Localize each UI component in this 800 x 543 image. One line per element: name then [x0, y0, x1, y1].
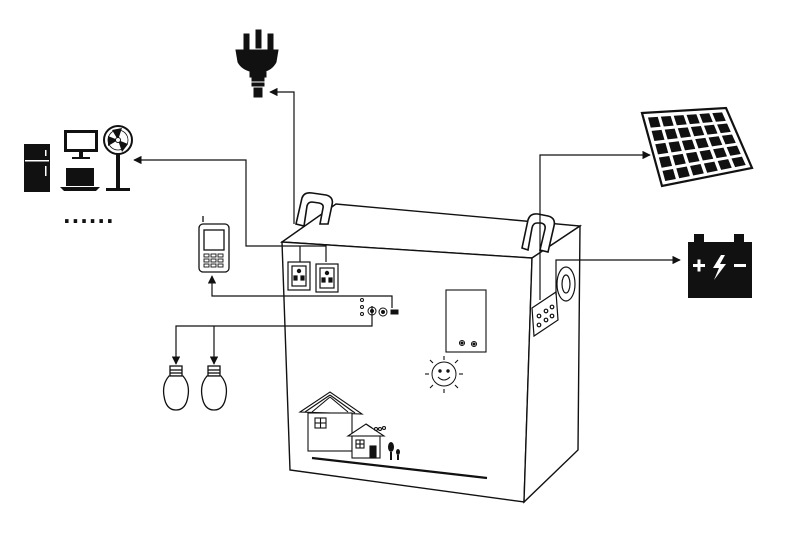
left-handle	[295, 192, 334, 227]
more-appliances-text: ......	[63, 204, 115, 228]
solar-cell	[703, 124, 718, 135]
solar-cell	[651, 129, 665, 142]
fan-icon	[103, 125, 133, 191]
solar-cell	[708, 136, 723, 147]
house-icon	[298, 391, 387, 459]
line-to-bulbs	[171, 306, 373, 365]
solar-cell	[717, 159, 732, 170]
solar-cell	[668, 141, 682, 153]
solar-cell	[703, 161, 718, 173]
solar-cell	[672, 153, 686, 166]
connection-lines	[133, 87, 681, 365]
monitor-icon	[64, 130, 98, 159]
side-input-panel	[531, 266, 576, 338]
battery-icon	[688, 234, 752, 298]
solar-cell	[677, 127, 691, 138]
line-to-phone	[207, 275, 393, 308]
ac-outlets	[287, 261, 339, 293]
solar-cell	[712, 112, 726, 122]
solar-cell	[664, 128, 678, 140]
solar-panel-icon	[640, 106, 754, 188]
solar-cell	[699, 113, 713, 123]
solar-cell	[647, 116, 661, 128]
solar-cell	[676, 166, 690, 179]
line-to-battery	[555, 255, 681, 295]
tree-figures	[388, 442, 400, 460]
sun-icon	[425, 356, 463, 393]
solar-cell	[731, 156, 746, 168]
solar-cell	[717, 123, 731, 134]
line-to-solar-panel	[539, 150, 651, 300]
line-to-appliances	[133, 155, 327, 262]
solar-cell	[655, 142, 669, 155]
fridge-icon	[24, 144, 50, 192]
line-to-plug	[269, 87, 295, 224]
solar-cell	[686, 114, 700, 125]
solar-cell	[690, 126, 705, 137]
solar-cell	[673, 115, 687, 126]
bulb-icon	[162, 365, 190, 411]
solar-cell	[658, 155, 673, 168]
solar-cell	[726, 145, 741, 156]
solar-cell	[699, 149, 714, 161]
solar-cell	[660, 115, 674, 127]
display-panel	[445, 289, 487, 353]
laptop-icon	[60, 168, 100, 191]
phone-icon	[198, 216, 230, 273]
solar-cell	[721, 134, 736, 145]
plug-icon	[235, 29, 279, 98]
solar-cell	[713, 147, 728, 159]
ground-line	[311, 456, 488, 480]
solar-cell	[681, 139, 696, 151]
solar-cell	[662, 169, 676, 182]
solar-cell	[690, 164, 704, 176]
solar-cell	[695, 137, 709, 149]
bulb-icon-2	[200, 365, 228, 411]
solar-cell	[685, 151, 700, 163]
power-station-box	[279, 203, 583, 504]
